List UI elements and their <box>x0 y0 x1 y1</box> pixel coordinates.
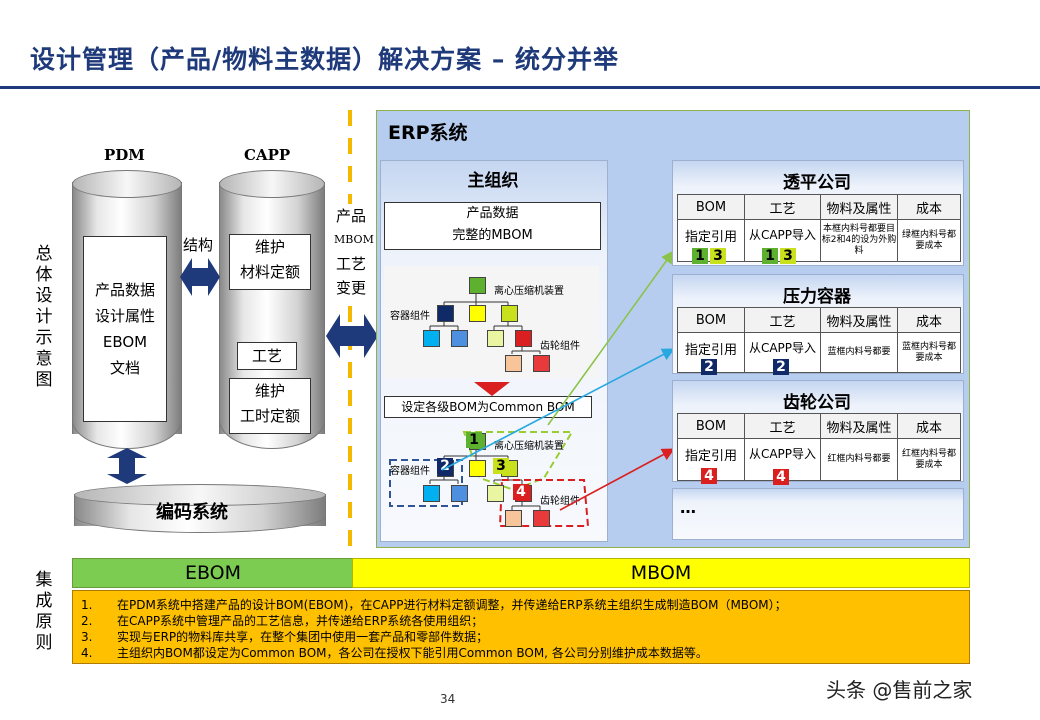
company-table-gear: BOM 工艺 物料及属性 成本 指定引用 从CAPP导入 红框内料号都要 红框内… <box>677 413 961 481</box>
mbom-transfer-label: 产品 MBOM 工艺 变更 <box>334 204 374 300</box>
company-title-turbine: 透平公司 <box>783 173 851 193</box>
marker-3: 3 <box>493 458 509 474</box>
company-title-pressure: 压力容器 <box>783 287 851 307</box>
tree-node-red <box>515 330 532 347</box>
company-title-gear: 齿轮公司 <box>783 393 851 413</box>
coding-system-label: 编码系统 <box>156 502 228 523</box>
structure-label: 结构 <box>183 236 214 254</box>
tree-node-blue <box>451 330 468 347</box>
tree2-node-red2 <box>533 510 550 527</box>
main-org-title: 主组织 <box>467 171 519 191</box>
marker-2: 2 <box>437 458 453 474</box>
tree2-node-yellow <box>469 460 486 477</box>
tree-node-container <box>437 305 454 322</box>
principle-item: 3.实现与ERP的物料库共享，在整个集团中使用一套产品和零部件数据； <box>81 630 489 644</box>
capp-label: CAPP <box>244 146 291 164</box>
principle-item: 4.主组织内BOM都设定为Common BOM，各公司在授权下能引用Common… <box>81 646 708 660</box>
tree2-node-cyan <box>423 485 440 502</box>
pdm-cylinder-top <box>72 170 182 198</box>
tree2-node-peach <box>505 510 522 527</box>
capp-labor-quota-box: 维护工时定额 <box>229 378 311 434</box>
marker-4: 4 <box>513 484 529 500</box>
integration-principles-box: 1.在PDM系统中搭建产品的设计BOM(EBOM)，在CAPP进行材料定额调整，… <box>72 590 970 664</box>
principle-item: 1.在PDM系统中搭建产品的设计BOM(EBOM)，在CAPP进行材料定额调整，… <box>81 598 787 612</box>
main-org-data-box: 产品数据完整的MBOM <box>384 202 601 250</box>
badges-gear-tech: 4 <box>773 466 791 485</box>
mbom-band: MBOM <box>352 558 970 588</box>
pdm-capp-double-arrow <box>180 258 220 296</box>
tree-node-pale <box>487 330 504 347</box>
company-table-pressure: BOM 工艺 物料及属性 成本 指定引用 从CAPP导入 蓝框内料号都要 蓝框内… <box>677 307 961 373</box>
common-bom-box: 设定各级BOM为Common BOM <box>384 396 592 418</box>
principle-item: 2.在CAPP系统中管理产品的工艺信息，并传递给ERP系统各使用组织； <box>81 614 484 628</box>
tree2-node-blue <box>451 485 468 502</box>
tree-left-label: 容器组件 <box>390 311 430 322</box>
page-title: 设计管理（产品/物料主数据）解决方案 – 统分并举 <box>30 45 620 74</box>
tree-node-red2 <box>533 355 550 372</box>
ebom-band: EBOM <box>72 558 354 588</box>
capp-erp-double-arrow <box>326 314 378 358</box>
capp-material-quota-box: 维护材料定额 <box>229 234 311 290</box>
badges-gear-bom: 4 <box>701 465 719 484</box>
tree2-right-label: 齿轮组件 <box>540 496 580 507</box>
title-divider <box>0 86 1040 89</box>
badges-pressure-bom: 2 <box>701 356 719 375</box>
page-number: 34 <box>440 692 456 706</box>
tree2-node-pale <box>487 485 504 502</box>
capp-process-box: 工艺 <box>237 342 297 370</box>
mbom-tree-lines <box>429 292 541 354</box>
pdm-label: PDM <box>104 146 145 164</box>
marker-1: 1 <box>466 432 482 448</box>
tree-node-yellow <box>469 305 486 322</box>
side-label-overall-design: 总体设计示意图 <box>35 244 53 390</box>
watermark: 头条 @售前之家 <box>826 678 973 702</box>
side-label-integration-principles: 集成原则 <box>35 570 53 653</box>
erp-title: ERP系统 <box>388 122 468 144</box>
tree-node-cyan <box>423 330 440 347</box>
tree-root-label: 离心压缩机装置 <box>494 286 564 297</box>
pdm-coding-double-arrow <box>107 448 147 484</box>
company-panel-more <box>672 488 964 540</box>
tree-right-label: 齿轮组件 <box>540 341 580 352</box>
mbom-tree-diagram <box>384 266 599 378</box>
coding-system-top <box>74 484 326 506</box>
more-companies-ellipsis: … <box>680 498 696 517</box>
capp-cylinder-top <box>219 170 325 198</box>
tree-node-peach <box>505 355 522 372</box>
down-arrow <box>474 382 510 396</box>
tree2-left-label: 容器组件 <box>390 466 430 477</box>
badges-pressure-tech: 2 <box>773 356 791 375</box>
tree-root-node <box>469 277 486 294</box>
tree2-root-label: 离心压缩机装置 <box>494 441 564 452</box>
tree-node-lime <box>501 305 518 322</box>
